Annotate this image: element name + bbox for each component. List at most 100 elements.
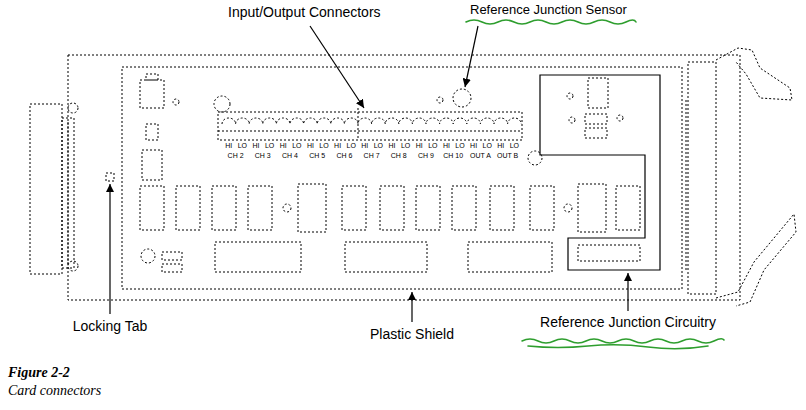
pin-label: LO	[483, 142, 492, 150]
leader-arrows	[106, 26, 628, 322]
components-part	[146, 74, 158, 80]
channel-label: OUT A	[470, 152, 491, 160]
terminal-block	[218, 108, 522, 140]
components-part	[212, 186, 236, 230]
leader-arrows-part	[411, 292, 412, 322]
pin-label: HI	[443, 142, 450, 150]
reference-junction-region-part	[569, 117, 575, 123]
card-outline-part	[716, 214, 796, 306]
components-part	[452, 186, 476, 230]
pin-label: LO	[428, 142, 437, 150]
part-label: Locking Tab	[73, 318, 147, 334]
reference-junction-sensor	[453, 89, 471, 107]
components-part	[564, 204, 572, 212]
pin-label: HI	[253, 142, 260, 150]
components-part	[141, 249, 155, 263]
terminal-block-part	[218, 131, 522, 132]
card-outline	[68, 48, 796, 306]
green-highlight	[466, 20, 724, 349]
part-label: Plastic Shield	[370, 326, 454, 342]
pin-label: HI	[361, 142, 368, 150]
pin-label: HI	[225, 142, 232, 150]
leader-arrows-part	[310, 26, 364, 108]
reference-junction-region-part	[588, 78, 608, 108]
components-part	[342, 186, 366, 230]
pin-label: HI	[389, 142, 396, 150]
reference-junction-region-part	[585, 114, 607, 124]
components-part	[283, 204, 291, 212]
card-outline-part	[716, 48, 792, 100]
components-part	[298, 184, 326, 232]
components-part	[578, 184, 606, 232]
components-part	[146, 124, 158, 140]
pin-label: LO	[455, 142, 464, 150]
edge-connector-part	[68, 103, 78, 113]
components-part	[490, 186, 514, 230]
terminal-block-part	[222, 118, 521, 124]
card-outline-part	[688, 62, 716, 294]
pin-label: HI	[307, 142, 314, 150]
card-outline-part	[686, 100, 687, 270]
reference-junction-region	[540, 75, 660, 270]
components-part	[345, 242, 427, 272]
components-part	[437, 97, 443, 103]
leader-arrows-part	[627, 273, 628, 311]
terminal-block-part	[218, 112, 522, 140]
pin-label: LO	[347, 142, 356, 150]
components-part	[248, 186, 272, 230]
pin-label: HI	[497, 142, 504, 150]
edge-connector-part	[68, 122, 69, 264]
reference-junction-region-part	[617, 115, 623, 121]
leader-arrows-part	[109, 184, 110, 314]
pin-label: HI	[280, 142, 287, 150]
reference-junction-region-part	[578, 245, 640, 261]
figure-number: Figure 2-2	[8, 365, 70, 381]
channel-label: CH 9	[418, 152, 434, 160]
pin-label: LO	[374, 142, 383, 150]
card-outline-part	[68, 55, 740, 300]
components-part	[616, 186, 640, 230]
channel-label: CH 10	[443, 152, 463, 160]
pin-label: LO	[401, 142, 410, 150]
edge-connector-part	[62, 118, 74, 268]
edge-connector-part	[68, 261, 78, 271]
components-part	[380, 186, 404, 230]
edge-connector	[30, 103, 78, 274]
components-part	[162, 264, 182, 272]
plastic-shield-part	[122, 67, 682, 289]
plastic-shield	[122, 67, 682, 289]
components-part	[140, 80, 164, 108]
pin-label: LO	[319, 142, 328, 150]
green-highlight-part	[528, 345, 708, 349]
figure-caption: Card connectors	[8, 383, 101, 399]
channel-label: CH 2	[228, 152, 244, 160]
components-part	[468, 242, 552, 272]
pin-label: HI	[416, 142, 423, 150]
reference-junction-region-part	[567, 93, 573, 99]
leader-arrows-part	[465, 26, 478, 87]
pin-label: HI	[470, 142, 477, 150]
part-label: Input/Output Connectors	[228, 4, 381, 20]
components-part	[530, 186, 554, 230]
part-label: Reference Junction Circuitry	[540, 314, 716, 330]
pin-label: HI	[334, 142, 341, 150]
terminal-block-part	[358, 108, 359, 140]
components-part	[142, 150, 162, 180]
pin-label: LO	[265, 142, 274, 150]
pin-label: LO	[292, 142, 301, 150]
pin-label: LO	[238, 142, 247, 150]
pin-label: LO	[510, 142, 519, 150]
channel-label: CH 3	[255, 152, 271, 160]
channel-label: CH 8	[391, 152, 407, 160]
part-label: Reference Junction Sensor	[470, 3, 627, 18]
components-part	[215, 242, 301, 272]
channel-label: CH 6	[336, 152, 352, 160]
channel-label: OUT B	[497, 152, 518, 160]
channel-label: CH 7	[364, 152, 380, 160]
components-part	[416, 186, 440, 230]
components-part	[140, 186, 164, 230]
components-part	[214, 96, 230, 112]
